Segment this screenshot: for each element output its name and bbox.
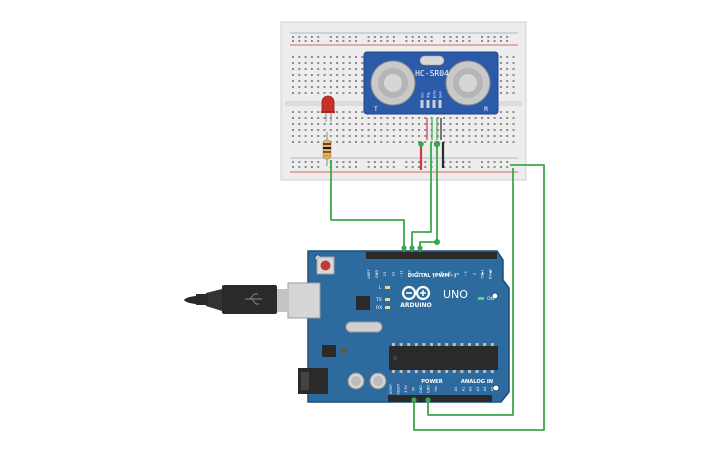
- analog-pin-label: A1: [461, 387, 465, 391]
- sensor-t-mark: T: [373, 106, 378, 113]
- analog-label: ANALOG IN: [461, 379, 493, 385]
- power-pin-label: 3.3V: [404, 384, 408, 392]
- analog-pin-label: A3: [476, 387, 480, 391]
- usb-chip: [356, 296, 370, 310]
- digital-pin-label: ~3: [464, 271, 468, 276]
- digital-pin-labels: AREF GND 13 12 ~11 ~10 ~9 8 7 ~6 ~5 4 ~3 2 TX▶1 RX◀0: [367, 268, 493, 280]
- rx-led: [385, 306, 390, 309]
- digital-pin-label: ~5: [448, 271, 452, 276]
- atmega-chip: [389, 343, 498, 373]
- resistor-icon[interactable]: [322, 132, 332, 166]
- wire-gnd: [413, 164, 545, 431]
- wires: [330, 142, 545, 431]
- digital-label: DIGITAL (PWM~): [408, 273, 456, 279]
- sensor-pin: [420, 100, 424, 108]
- transducer-right: [445, 60, 491, 106]
- sensor-pin-label: Trig: [427, 92, 431, 99]
- capacitors: [347, 372, 387, 390]
- digital-pin-label: ~11: [399, 270, 403, 278]
- digital-header: [366, 252, 497, 259]
- analog-pin-label: A5: [491, 387, 495, 391]
- digital-pin-label: ~6: [440, 271, 444, 277]
- analog-pin-label: A4: [483, 387, 487, 391]
- digital-pin-label: 12: [391, 272, 395, 277]
- digital-pin-label: 13: [383, 272, 387, 277]
- reset-button-icon[interactable]: [316, 256, 335, 275]
- transducer-left: [370, 60, 416, 106]
- sensor-pin-label: Echo: [433, 90, 437, 98]
- tx-led: [385, 298, 390, 301]
- digital-pin-label: RX◀0: [489, 268, 493, 279]
- arduino-brand: ARDUINO: [400, 302, 431, 309]
- barrel-jack-icon: [298, 368, 328, 394]
- digital-pin-label: 2: [472, 273, 476, 275]
- sensor-pin: [438, 100, 442, 108]
- tx-label: TX: [375, 297, 382, 303]
- sensor-pin-label: Gnd: [439, 91, 443, 98]
- digital-pin-label: 8: [424, 272, 428, 275]
- power-analog-header: [388, 395, 492, 402]
- l-led: [385, 286, 390, 289]
- analog-pin-label: A2: [469, 387, 473, 391]
- power-label: POWER: [421, 379, 442, 385]
- wire-5v: [427, 168, 514, 416]
- sensor-model: HC-SR04: [415, 69, 449, 78]
- on-led: [478, 297, 484, 300]
- digital-pin-label: GND: [375, 270, 379, 278]
- arduino-logo: [401, 285, 431, 301]
- sensor-pin: [432, 100, 436, 108]
- digital-pin-label: ~10: [408, 269, 412, 277]
- sensor-pin-label: Vcc: [421, 92, 425, 98]
- on-label: ON: [487, 296, 494, 302]
- sensor-pin: [426, 100, 430, 108]
- voltage-regulator: [322, 345, 336, 357]
- analog-pin-label: A0: [454, 387, 458, 391]
- power-pin-label: RESET: [397, 383, 401, 395]
- digital-pin-label: ~9: [416, 271, 420, 277]
- power-pin-label: IOREF: [389, 384, 393, 394]
- arduino-uno-board[interactable]: DIGITAL (PWM~) AREF GND 13 12 ~11 ~10 ~9 8 7 ~6 ~5…: [307, 250, 510, 403]
- usb-symbol-icon: [245, 293, 262, 305]
- digital-pin-label: TX▶1: [480, 269, 484, 280]
- digital-pin-label: 7: [432, 273, 436, 275]
- wire-trig-to-pin10: [411, 142, 432, 252]
- usb-cable-icon[interactable]: [184, 282, 321, 319]
- led-icon[interactable]: [321, 95, 335, 122]
- digital-pin-label: AREF: [367, 269, 371, 278]
- crystal-oscillator: [345, 321, 383, 333]
- rx-label: RX: [376, 305, 382, 311]
- power-pin-label: Vin: [434, 386, 438, 391]
- arduino-model: UNO: [443, 288, 468, 301]
- wire-led-to-pin12: [330, 160, 405, 252]
- power-pin-label: GND: [419, 385, 423, 393]
- power-pin-label: GND: [427, 385, 431, 393]
- crystal: [419, 55, 445, 66]
- power-pin-label: 5V: [412, 386, 416, 391]
- sensor-r-mark: R: [484, 106, 488, 113]
- wire-junctions: [401, 140, 441, 403]
- l-label: L: [379, 285, 382, 291]
- digital-pin-label: 4: [456, 272, 460, 275]
